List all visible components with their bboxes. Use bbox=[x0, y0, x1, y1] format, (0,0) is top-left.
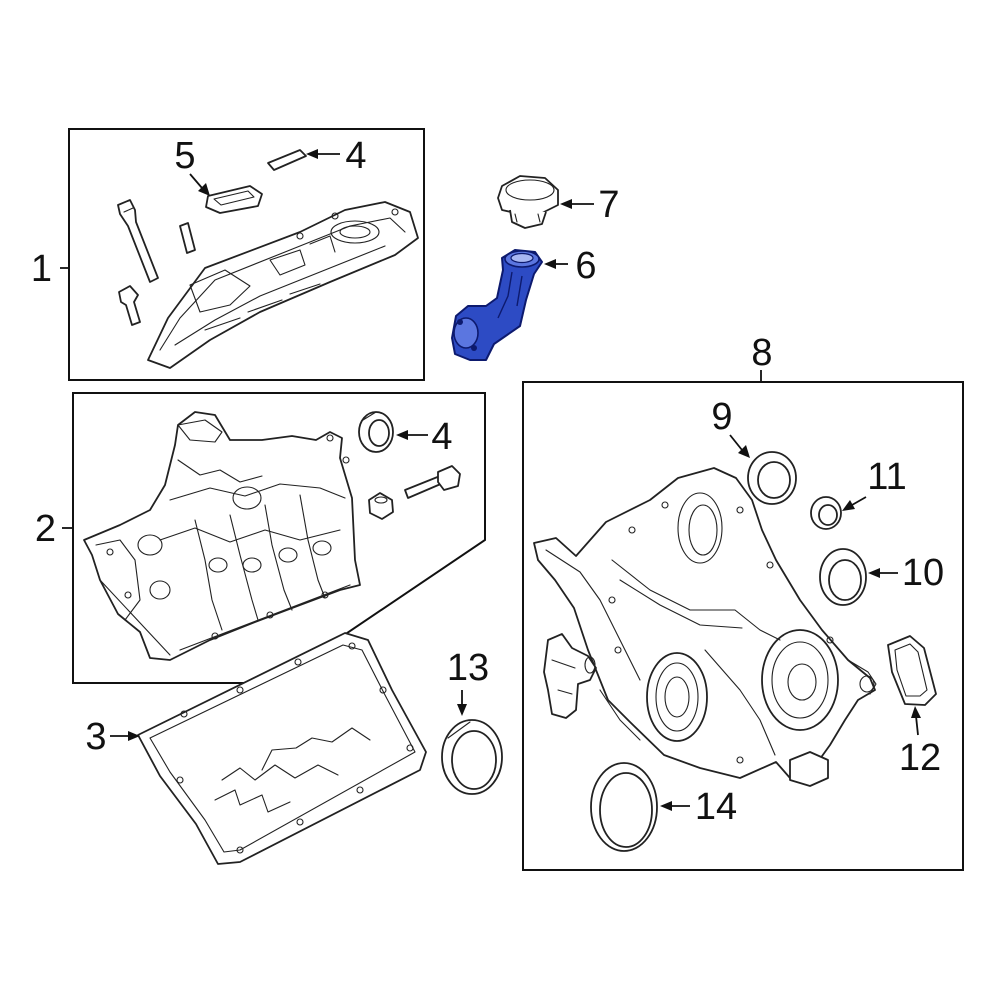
callout-10: 10 bbox=[902, 552, 944, 594]
intake-manifold-part[interactable] bbox=[83, 411, 361, 661]
manifold-nut[interactable] bbox=[368, 492, 394, 520]
sensor-part[interactable] bbox=[543, 633, 597, 719]
seal-ring-part-4[interactable] bbox=[358, 411, 394, 453]
callout-8: 8 bbox=[751, 332, 772, 374]
seal-part-11[interactable] bbox=[810, 496, 842, 530]
leader-lines bbox=[60, 149, 921, 811]
group-box-2 bbox=[72, 392, 486, 684]
callout-2: 2 bbox=[35, 508, 56, 550]
callout-4-top: 4 bbox=[345, 135, 366, 177]
callout-3: 3 bbox=[85, 716, 106, 758]
callout-4-middle: 4 bbox=[431, 416, 452, 458]
seal-part-9[interactable] bbox=[747, 451, 797, 505]
callout-1: 1 bbox=[31, 248, 52, 290]
seal-part-10[interactable] bbox=[819, 548, 867, 606]
oil-filler-tube-part-6[interactable] bbox=[451, 249, 543, 361]
callout-6: 6 bbox=[575, 245, 596, 287]
group-box-1 bbox=[68, 128, 425, 381]
oil-filler-cap-part[interactable] bbox=[497, 175, 559, 229]
valve-cover-part[interactable] bbox=[147, 201, 419, 369]
callout-13: 13 bbox=[447, 647, 489, 689]
callout-7: 7 bbox=[598, 184, 619, 226]
callout-9: 9 bbox=[711, 396, 732, 438]
manifold-bolt[interactable] bbox=[404, 465, 461, 499]
callout-11: 11 bbox=[867, 456, 906, 498]
manifold-gasket-part[interactable] bbox=[137, 632, 427, 865]
callout-12: 12 bbox=[899, 737, 941, 779]
stud-bolt-long[interactable] bbox=[117, 199, 159, 283]
seal-ring-part-13[interactable] bbox=[441, 719, 503, 795]
front-cover-part[interactable] bbox=[533, 467, 877, 787]
callout-14: 14 bbox=[695, 786, 737, 828]
group-box-8 bbox=[522, 381, 964, 871]
callout-5: 5 bbox=[174, 135, 195, 177]
gasket-part-5[interactable] bbox=[205, 185, 263, 214]
dowel-pin[interactable] bbox=[179, 222, 196, 254]
stud-bolt-short[interactable] bbox=[118, 285, 141, 326]
seal-part-14[interactable] bbox=[590, 762, 658, 852]
seal-strip-part-4[interactable] bbox=[267, 149, 307, 171]
gasket-part-12[interactable] bbox=[887, 635, 937, 706]
